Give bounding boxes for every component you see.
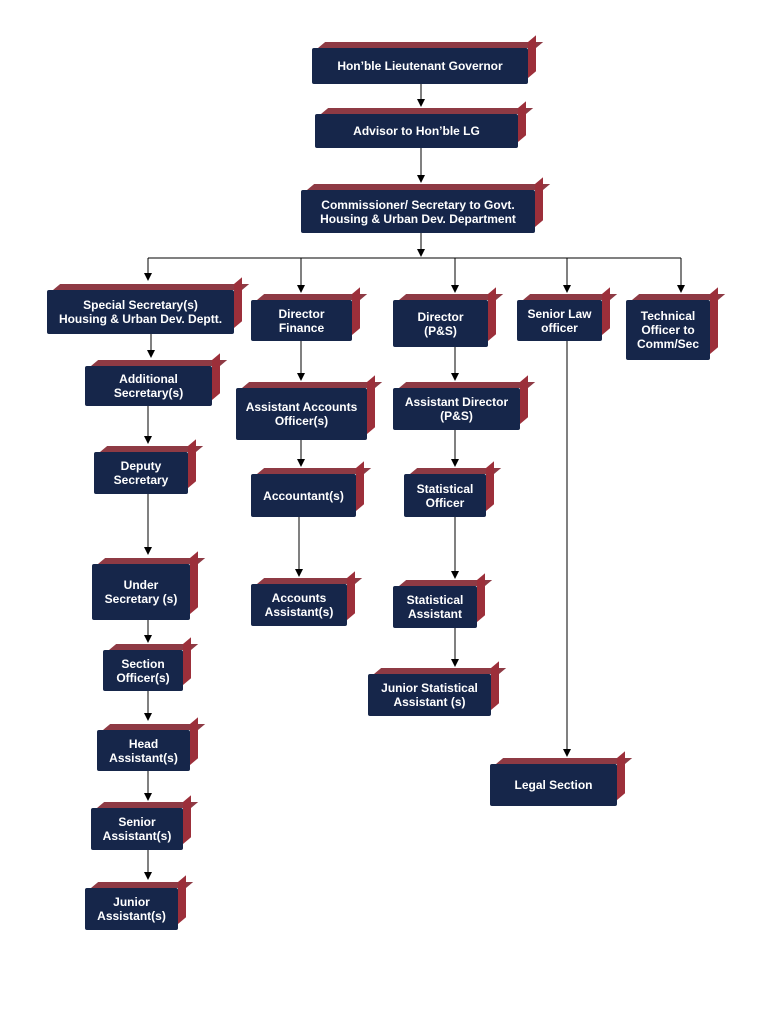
lieutenant-governor-box: Hon’ble Lieutenant Governor [312,48,528,84]
statistical-assistant-box: Statistical Assistant [393,586,477,628]
advisor-box: Advisor to Hon’ble LG [315,114,518,148]
senior-assistant-box: Senior Assistant(s) [91,808,183,850]
assistant-accounts-officer-box: Assistant Accounts Officer(s) [236,388,367,440]
junior-assistant-box: Junior Assistant(s) [85,888,178,930]
commissioner-box: Commissioner/ Secretary to Govt. Housing… [301,190,535,233]
special-secretary-box: Special Secretary(s) Housing & Urban Dev… [47,290,234,334]
director-finance-box: Director Finance [251,300,352,341]
section-officer-box: Section Officer(s) [103,650,183,691]
junior-statistical-assistant-box: Junior Statistical Assistant (s) [368,674,491,716]
technical-officer-box: Technical Officer to Comm/Sec [626,300,710,360]
senior-law-officer-box: Senior Law officer [517,300,602,341]
accounts-assistant-box: Accounts Assistant(s) [251,584,347,626]
head-assistant-box: Head Assistant(s) [97,730,190,771]
accountant-box: Accountant(s) [251,474,356,517]
additional-secretary-box: Additional Secretary(s) [85,366,212,406]
director-ps-box: Director (P&S) [393,300,488,347]
deputy-secretary-box: Deputy Secretary [94,452,188,494]
statistical-officer-box: Statistical Officer [404,474,486,517]
legal-section-box: Legal Section [490,764,617,806]
under-secretary-box: Under Secretary (s) [92,564,190,620]
assistant-director-ps-box: Assistant Director (P&S) [393,388,520,430]
